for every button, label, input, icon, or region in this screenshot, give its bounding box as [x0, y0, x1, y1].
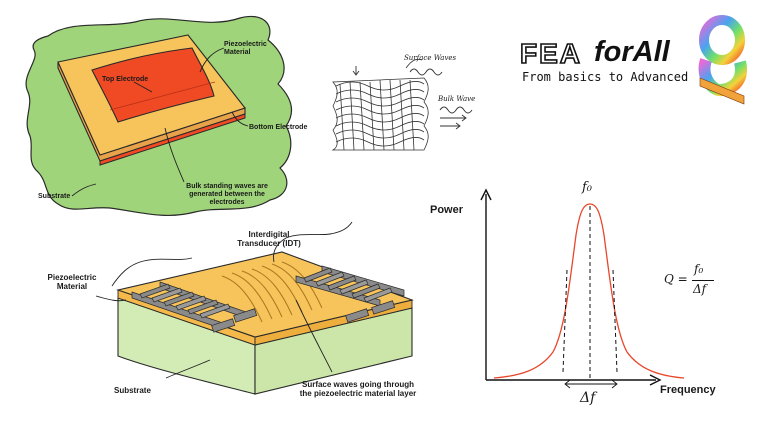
- top-electrode-label: Top Electrode: [102, 76, 149, 83]
- bulk-resonator-diagram: [25, 15, 293, 217]
- logo-fea: FEA: [519, 37, 582, 70]
- q-formula: Q = f₀ Δf: [664, 262, 728, 302]
- q-formula-denominator: Δf: [693, 282, 707, 296]
- bulk-wave-note: Bulk Wave: [438, 95, 476, 103]
- half-power-line-right: [612, 269, 618, 373]
- x-axis-arrow: [649, 374, 662, 386]
- surface-waves-note: Surface Waves: [404, 54, 457, 62]
- substrate-label-2: Substrate: [114, 386, 151, 395]
- resonance-curve: [493, 203, 685, 379]
- bandwidth-arrow: [564, 379, 618, 389]
- top-electrode: [91, 47, 215, 123]
- bottom-electrode-label: Bottom Electrode: [249, 124, 308, 131]
- idt-label: Interdigital Transducer (IDT): [237, 230, 301, 249]
- idt-left: [131, 281, 258, 333]
- wave-grid: [331, 77, 429, 151]
- surface-waves-label: Surface waves going through the piezoele…: [299, 380, 417, 399]
- wave-sketch: [331, 58, 473, 151]
- saw-piezo-material-label: Piezoelectric Material: [47, 273, 97, 292]
- idt-right: [295, 265, 405, 323]
- y-axis-label: Power: [430, 204, 464, 216]
- y-axis-arrow: [480, 188, 492, 201]
- saw-device-diagram: [95, 221, 414, 395]
- bottom-electrode: [99, 113, 246, 166]
- substrate-label-1: Substrate: [38, 193, 71, 200]
- logo-forall: forAll: [594, 36, 670, 68]
- bulk-waves-label: Bulk standing waves are generated betwee…: [186, 183, 268, 207]
- q-formula-numerator: f₀: [694, 262, 704, 276]
- piezo-material-label: Piezoelectric Material: [224, 41, 267, 57]
- resonance-chart: [480, 188, 685, 389]
- x-axis-label: Frequency: [660, 384, 716, 396]
- q-formula-lhs: Q =: [664, 272, 688, 286]
- peak-frequency-label: f₀: [582, 180, 593, 195]
- logo-ring-mark: [698, 15, 747, 105]
- half-power-line-left: [562, 269, 568, 373]
- logo-tagline: From basics to Advanced: [522, 70, 689, 84]
- bandwidth-label: Δf: [580, 390, 596, 406]
- q-formula-bar: [692, 280, 714, 281]
